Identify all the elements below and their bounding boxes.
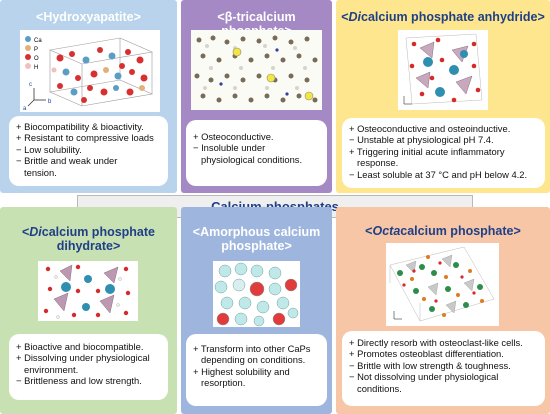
property-line: − Brittle with low strength & toughness.	[349, 359, 511, 371]
legend-o: O	[34, 56, 39, 62]
hydroxyapatite-structure-image: Ca P O H	[20, 30, 160, 112]
property-line: + Transform into other CaPs	[193, 343, 311, 354]
dcpa-panel: <Dicalcium phosphate anhydride>	[336, 0, 550, 193]
beta-tcp-panel: <β-tricalcium phosphate>	[181, 0, 332, 193]
beta-tcp-crystal-svg	[194, 35, 318, 103]
dcpd-structure-image	[38, 261, 138, 321]
property-line: + Bioactive and biocompatible.	[16, 341, 144, 352]
property-line: tension.	[24, 166, 57, 178]
dcpd-title-line1: <Dicalcium phosphate	[21, 225, 156, 239]
dcpd-title-line2: dihydrate>	[56, 239, 121, 253]
ocp-title: <Octacalcium phosphate>	[365, 224, 521, 238]
property-line: conditions.	[357, 382, 402, 394]
dcpa-tetrahedra	[415, 41, 473, 95]
dcpd-title: <Dicalcium phosphate dihydrate>	[4, 225, 173, 253]
ocp-atoms	[397, 255, 484, 317]
property-line: + Directly resorb with osteoclast-like c…	[349, 337, 523, 348]
property-line: − Brittleness and low strength.	[16, 375, 142, 387]
unit-cell-lines	[48, 37, 154, 107]
dcpd-tetrahedra	[53, 264, 119, 314]
dcpd-panel: <Dicalcium phosphate dihydrate>	[0, 207, 177, 414]
acp-panel: <Amorphous calcium phosphate> + Transfor…	[181, 207, 332, 414]
acp-title-line2: phosphate>	[221, 239, 292, 253]
axis-c-label: c	[29, 82, 32, 88]
acp-structure-svg	[214, 262, 299, 327]
property-line: + Biocompatibility & bioactivity.	[16, 121, 144, 132]
acp-structure-image	[213, 261, 300, 327]
property-line: + Dissolving under physiological	[16, 352, 150, 364]
hydroxyapatite-panel: <Hydroxyapatite> Ca P O H	[0, 0, 177, 193]
dcpa-properties-card: + Osteoconductive and osteoinductive. − …	[342, 118, 545, 188]
property-line: physiological conditions.	[201, 153, 303, 165]
property-line: resorption.	[201, 377, 246, 389]
hydroxyapatite-atoms	[51, 47, 148, 103]
property-line: response.	[357, 157, 399, 169]
ocp-structure-image	[386, 243, 499, 326]
acp-properties-card: + Transform into other CaPs depending on…	[186, 334, 327, 406]
dcpa-atoms	[409, 37, 481, 103]
axis-indicator	[27, 88, 46, 107]
property-line: + Osteoconductive and osteoinductive.	[349, 123, 511, 134]
hydroxyapatite-title: <Hydroxyapatite>	[36, 10, 141, 24]
property-line: − Least soluble at 37 °C and pH below 4.…	[349, 168, 528, 180]
property-line: + Resistant to compressive loads	[16, 132, 154, 144]
acp-title: <Amorphous calcium phosphate>	[185, 225, 328, 253]
property-line: − Low solubility.	[16, 143, 82, 155]
dcpa-title: <Dicalcium phosphate anhydride>	[341, 10, 545, 24]
acp-title-line1: <Amorphous calcium	[192, 225, 321, 239]
dcpa-crystal-svg	[403, 33, 483, 105]
legend-ca: Ca	[34, 38, 42, 44]
property-line: − Unstable at physiological pH 7.4.	[349, 134, 494, 146]
property-line: + Triggering initial acute inflammatory	[349, 145, 505, 157]
property-line: − Brittle and weak under	[16, 155, 118, 167]
ocp-panel: <Octacalcium phosphate>	[336, 207, 550, 414]
dcpd-crystal-svg	[43, 264, 131, 319]
ocp-properties-card: + Directly resorb with osteoclast-like c…	[342, 331, 545, 406]
property-line: + Promotes osteoblast differentiation.	[349, 348, 504, 360]
property-line: + Highest solubility and	[193, 365, 290, 377]
property-line: environment.	[24, 363, 79, 375]
property-line: − Not dissolving under physiological	[349, 371, 499, 383]
hydroxyapatite-crystal-svg: Ca P O H	[23, 36, 154, 112]
acp-clusters	[214, 262, 299, 327]
axis-b-label: a	[23, 106, 27, 112]
property-line: depending on conditions.	[201, 354, 306, 366]
ocp-crystal-svg	[389, 246, 495, 322]
legend-h: H	[34, 65, 38, 71]
beta-tcp-atoms	[194, 35, 318, 103]
axis-a-label: b	[48, 99, 52, 105]
dcpa-structure-image	[398, 30, 488, 110]
property-line: − Insoluble under	[193, 142, 266, 154]
dcpd-atoms	[43, 264, 131, 319]
beta-tcp-structure-image	[191, 30, 322, 110]
legend-p: P	[34, 47, 38, 53]
hydroxyapatite-legend: Ca P O H	[25, 36, 42, 71]
hydroxyapatite-properties-card: + Biocompatibility & bioactivity. + Resi…	[9, 116, 168, 186]
property-line: + Osteoconductive.	[193, 131, 274, 142]
dcpd-properties-card: + Bioactive and biocompatible. + Dissolv…	[9, 334, 168, 400]
beta-tcp-properties-card: + Osteoconductive. − Insoluble under phy…	[186, 120, 327, 186]
